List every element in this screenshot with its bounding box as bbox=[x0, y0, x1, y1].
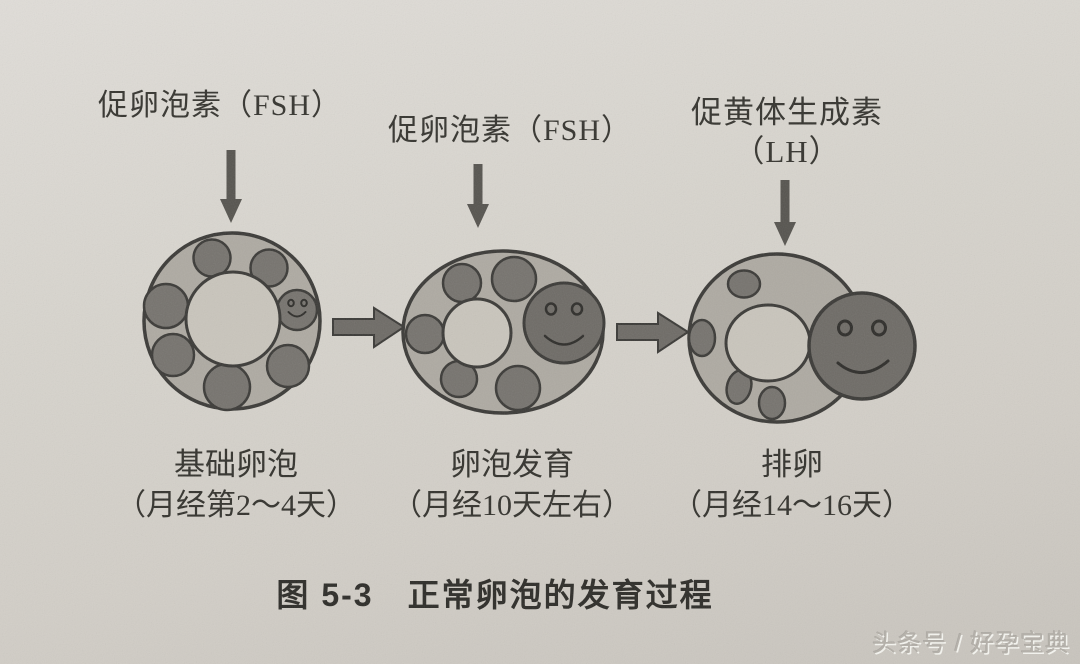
follicle-stage-1 bbox=[142, 231, 322, 412]
granulosa-cell bbox=[687, 318, 717, 358]
released-egg bbox=[807, 291, 917, 401]
granulosa-cell bbox=[404, 313, 446, 355]
granulosa-cell bbox=[150, 332, 196, 378]
stage-name: 排卵 bbox=[761, 447, 823, 482]
oocyte-cavity bbox=[441, 297, 513, 369]
arrow-right-icon bbox=[616, 311, 690, 354]
stage-caption-ovulation: 排卵 （月经14～16天） bbox=[612, 444, 972, 526]
egg-cell bbox=[275, 288, 319, 332]
watermark-text: 头条号 / 好孕宝典 bbox=[871, 630, 1070, 657]
arrow-down-icon bbox=[220, 150, 242, 223]
granulosa-cell bbox=[757, 385, 787, 421]
granulosa-cell bbox=[192, 238, 232, 278]
egg-cell bbox=[522, 281, 606, 365]
granulosa-cell bbox=[726, 269, 762, 299]
stage-timing: （月经14～16天） bbox=[672, 489, 912, 522]
granulosa-cell bbox=[490, 255, 538, 303]
oocyte-cavity bbox=[724, 303, 812, 383]
granulosa-cell bbox=[142, 282, 190, 330]
arrow-right-icon bbox=[332, 306, 406, 349]
follicle-stage-3 bbox=[687, 252, 917, 424]
granulosa-cell bbox=[441, 262, 483, 304]
arrow-down-icon bbox=[467, 164, 489, 228]
figure-caption: 图 5-3 正常卵泡的发育过程 bbox=[276, 577, 714, 613]
granulosa-cell bbox=[494, 364, 542, 412]
arrow-down-icon bbox=[774, 180, 796, 246]
granulosa-cell bbox=[265, 343, 311, 389]
follicle-stage-2 bbox=[401, 249, 606, 415]
oocyte-cavity bbox=[184, 270, 282, 368]
granulosa-cell bbox=[202, 362, 252, 412]
